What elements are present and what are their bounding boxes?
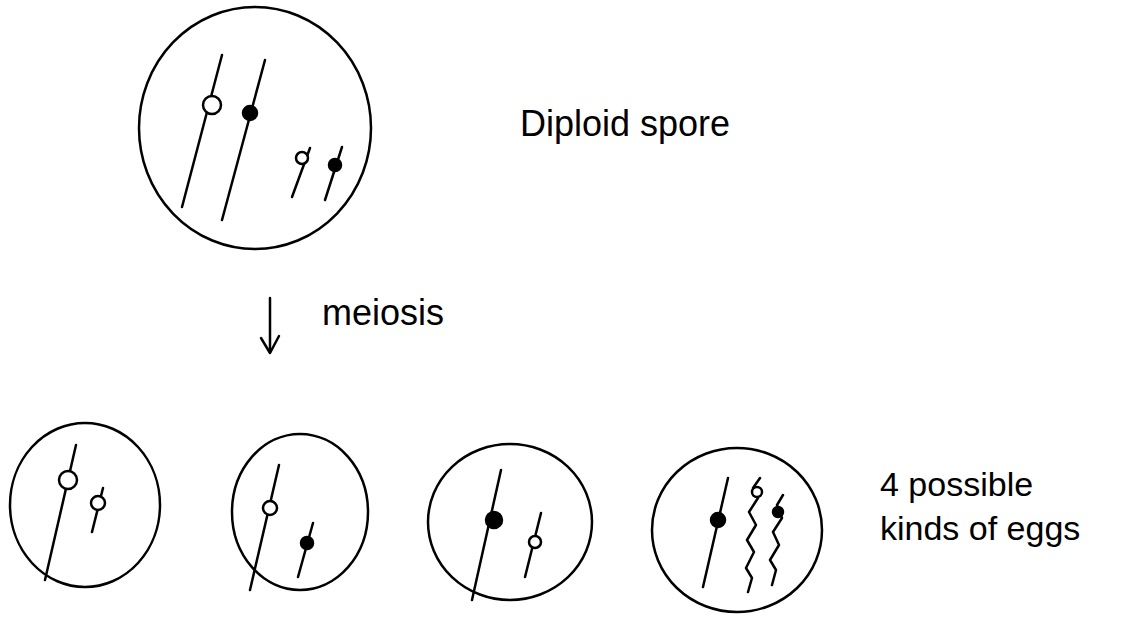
process-label: meiosis: [322, 290, 444, 337]
meiosis-arrow: [261, 298, 279, 353]
note-label: 4 possible kinds of eggs: [880, 462, 1105, 550]
cell-heading: Diploid spore: [520, 103, 730, 145]
cell-circle: Diploid spore: [137, 5, 373, 251]
egg-cell: [232, 434, 368, 590]
egg-cell: [10, 423, 160, 587]
egg-cell: [428, 444, 592, 600]
cell-outline: [137, 5, 373, 251]
egg-cell: [652, 448, 822, 612]
spore-chromosomes: [182, 55, 342, 220]
